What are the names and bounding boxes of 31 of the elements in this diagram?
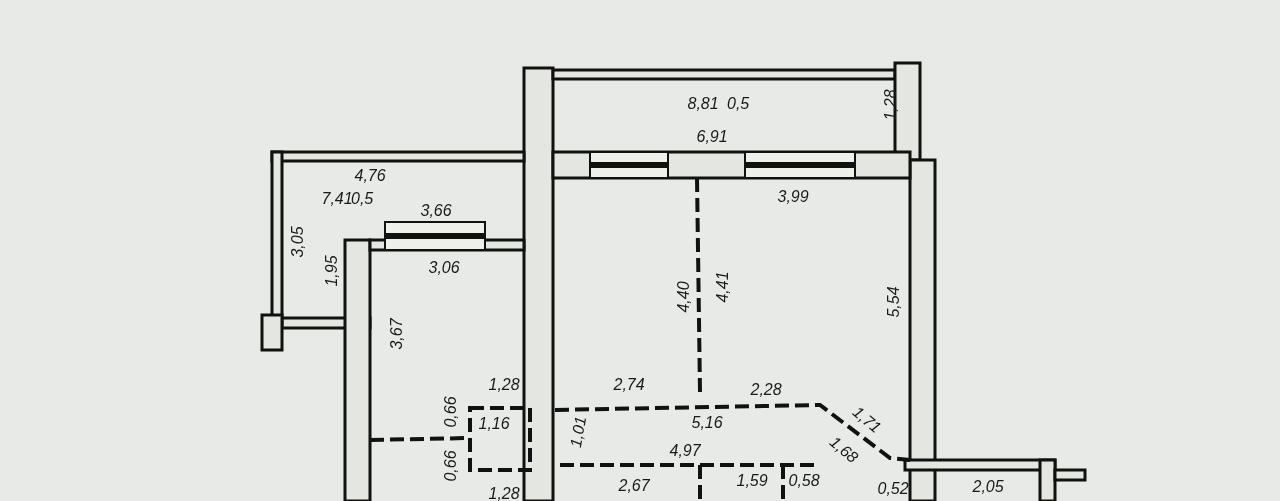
dimension-label: 2,05 xyxy=(972,478,1004,496)
dimension-label: 1,95 xyxy=(322,255,341,287)
dimension-label: 0,58 xyxy=(788,472,820,490)
dimension-label: 1,16 xyxy=(478,415,510,433)
dimension-label: 4,40 xyxy=(674,281,693,313)
dimension-label: 3,05 xyxy=(288,226,307,258)
dimension-label: 8,81 xyxy=(687,95,719,113)
dimension-label: 7,41 xyxy=(321,190,353,208)
dimension-label: 1,28 xyxy=(881,89,900,121)
dimension-label: 1,28 xyxy=(488,376,520,394)
dimension-label: 0,5 xyxy=(351,190,374,208)
dimension-label: 4,97 xyxy=(669,442,701,460)
dimension-label: 4,41 xyxy=(713,271,732,303)
dimension-label: 2,67 xyxy=(618,477,650,495)
dimension-label: 6,91 xyxy=(696,128,728,146)
dimension-label: 3,67 xyxy=(387,318,406,350)
dimension-label: 5,54 xyxy=(884,286,903,318)
dimension-label: 3,66 xyxy=(420,202,452,220)
dimension-label: 4,76 xyxy=(354,167,386,185)
dimension-label: 1,28 xyxy=(488,485,520,501)
dimension-label: 3,99 xyxy=(777,188,809,206)
dimension-label: 2,28 xyxy=(750,381,782,399)
dimension-label: 0,66 xyxy=(441,396,460,428)
dimension-label: 0,52 xyxy=(877,480,909,498)
dimension-label: 2,74 xyxy=(613,376,645,394)
dimension-label: 0,5 xyxy=(727,95,750,113)
dimension-label: 5,16 xyxy=(691,414,723,432)
dimension-label: 0,66 xyxy=(441,450,460,482)
dimension-label: 1,59 xyxy=(736,472,768,490)
dimension-label: 1,01 xyxy=(566,415,590,449)
dimension-label: 3,06 xyxy=(428,259,460,277)
